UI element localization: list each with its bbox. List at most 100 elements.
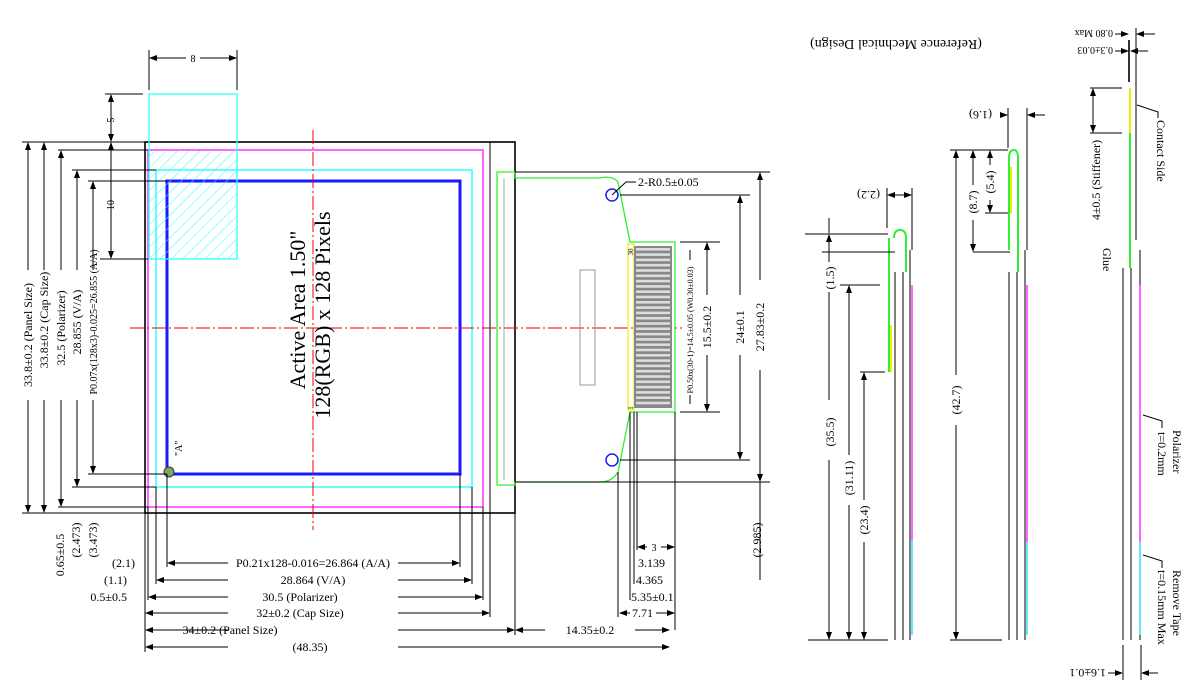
dim-offset-3473: (3.473)	[86, 523, 100, 558]
dim-23-4: (23.4)	[857, 506, 871, 535]
side-view-3: 4±0.5 (Stiffener) Contact Side Glue 0.80…	[1069, 27, 1184, 680]
active-area-label: Active Area 1.50"	[285, 231, 310, 390]
dim-cap-height: 33.8±0.2 (Cap Size)	[37, 272, 51, 369]
connector-pin	[636, 253, 670, 256]
dim-polarizer-width: 30.5 (Polarizer)	[262, 590, 337, 604]
dim-8-7: (8.7)	[966, 191, 980, 214]
drawing-title: (Reference Mechnical Design)	[810, 36, 982, 51]
dim-5-35: 5.35±0.1	[631, 590, 674, 604]
dim-24: 24±0.1	[733, 310, 747, 344]
connector-pin	[636, 301, 670, 304]
dim-1-5: (1.5)	[823, 267, 837, 290]
connector-pin	[636, 369, 670, 373]
dim-cap-width: 32±0.2 (Cap Size)	[256, 606, 344, 620]
connector-pin	[636, 385, 670, 389]
dim-panel-height: 33.8±0.2 (Panel Size)	[21, 283, 35, 387]
connector-pin	[636, 375, 670, 378]
dim-offset-065: 0.65±0.5	[53, 534, 67, 577]
connector-pin	[636, 274, 670, 278]
dim-offset-2473: (2.473)	[69, 523, 83, 558]
connector-pin	[636, 332, 670, 336]
connector-pin	[636, 263, 670, 267]
polarizer-label: Polarizer	[1170, 430, 1184, 473]
dim-10: 10	[106, 200, 117, 210]
dim-42-7: (42.7)	[949, 386, 963, 415]
connector-pin	[636, 279, 670, 283]
pixel-label: 128(RGB) x 128 Pixels	[310, 211, 335, 418]
dim-2-2: (2.2)	[857, 188, 880, 202]
mount-hole-bottom	[605, 453, 619, 467]
connector-pin	[636, 322, 670, 325]
connector-pin	[636, 327, 670, 331]
fpc-window	[579, 269, 596, 386]
connector-pin	[636, 290, 670, 293]
max-0-80-label: 0.80 Max	[1075, 27, 1113, 38]
dim-aa-height: P0.07x(128x3)-0.025=26.855 (A/A)	[89, 249, 100, 394]
dim-3-139: 3.139	[638, 556, 665, 570]
connector-pin	[636, 380, 670, 384]
dim-2-1: (2.1)	[112, 556, 135, 570]
contact-side-label: Contact Side	[1154, 120, 1168, 182]
connector-pin	[636, 396, 670, 399]
connector-pin	[636, 364, 670, 368]
dim-7-71: 7.71	[632, 606, 653, 620]
thickness-label: 1.6±0.1	[1069, 666, 1106, 680]
dim-va-width: 28.864 (V/A)	[281, 573, 346, 587]
connector-pin	[636, 354, 670, 357]
dim-va-height: 28.855 (V/A)	[70, 290, 84, 355]
dim-1-6-side: (1.6)	[969, 108, 992, 122]
stiffener-edge	[627, 243, 635, 411]
dim-aa-width: P0.21x128-0.016=26.864 (A/A)	[236, 556, 390, 570]
connector-pin	[636, 311, 670, 315]
point-a-marker	[163, 466, 175, 478]
side-view-2: (1.6) (42.7) (8.7) (5.4)	[948, 108, 1045, 641]
dim-4-365: 4.365	[636, 573, 663, 587]
dim-0-5: 0.5±0.5	[90, 590, 127, 604]
left-dimensions: 33.8±0.2 (Panel Size) 33.8±0.2 (Cap Size…	[20, 141, 167, 577]
connector-pin	[636, 316, 670, 320]
connector-pin	[636, 391, 670, 394]
connector-pin	[636, 285, 670, 288]
connector-pin	[636, 401, 670, 405]
mount-hole-top	[605, 188, 619, 202]
dim-5-4: (5.4)	[983, 171, 997, 194]
bottom-dimensions: P0.21x128-0.016=26.864 (A/A) 28.864 (V/A…	[90, 474, 670, 654]
dim-27-83: 27.83±0.2	[753, 303, 767, 352]
connector-pin	[636, 306, 670, 309]
connector-pin	[636, 269, 670, 272]
dim-35-5: (35.5)	[823, 418, 837, 447]
pin-30-label: 30	[627, 248, 635, 256]
front-view: Active Area 1.50" 128(RGB) x 128 Pixels …	[20, 50, 770, 654]
dim-0-3-label: 0.3±0.03	[1078, 44, 1114, 55]
connector-pin	[636, 338, 670, 341]
polarizer-thickness: t=0.2mm	[1155, 432, 1169, 476]
dim-8: 8	[191, 54, 196, 65]
connector-pin	[636, 295, 670, 299]
dim-5: 5	[106, 118, 117, 123]
dim-fpc-length: 14.35±0.2	[566, 623, 615, 637]
pin-1-label: 1	[627, 406, 635, 410]
connector-pin	[636, 343, 670, 346]
connector-pin	[636, 248, 670, 251]
dim-3: 3	[652, 543, 657, 554]
side-view-1: (2.2) (1.5) (35.5) (31.11) (23.4)	[805, 188, 913, 641]
dim-31-11: (31.11)	[842, 461, 856, 496]
remove-tape-label: Remove Tape	[1170, 570, 1184, 636]
dim-1-1: (1.1)	[104, 573, 127, 587]
hole-radius-label: 2-R0.5±0.05	[638, 175, 699, 189]
fpc-dimensions: P0.50x(30-1)=14.5±0.05 (W0.30±0.03) 15.5…	[515, 171, 770, 630]
dim-polarizer-height: 32.5 (Polarizer)	[54, 290, 68, 365]
point-a-label: "A"	[174, 441, 185, 456]
pitch-label: P0.50x(30-1)=14.5±0.05 (W0.30±0.03)	[686, 266, 695, 393]
connector-pin	[636, 348, 670, 352]
dim-2-985: (2.985)	[750, 523, 764, 558]
connector-pin	[636, 359, 670, 362]
dim-15-5: 15.5±0.2	[700, 306, 714, 349]
glue-label: Glue	[1100, 248, 1114, 271]
stiffener-label: 4±0.5 (Stiffener)	[1089, 140, 1103, 220]
connector-pin	[636, 258, 670, 262]
dim-panel-width: 34±0.2 (Panel Size)	[183, 623, 278, 637]
dim-total-length: (48.35)	[293, 640, 328, 654]
hatch-area	[149, 150, 237, 259]
